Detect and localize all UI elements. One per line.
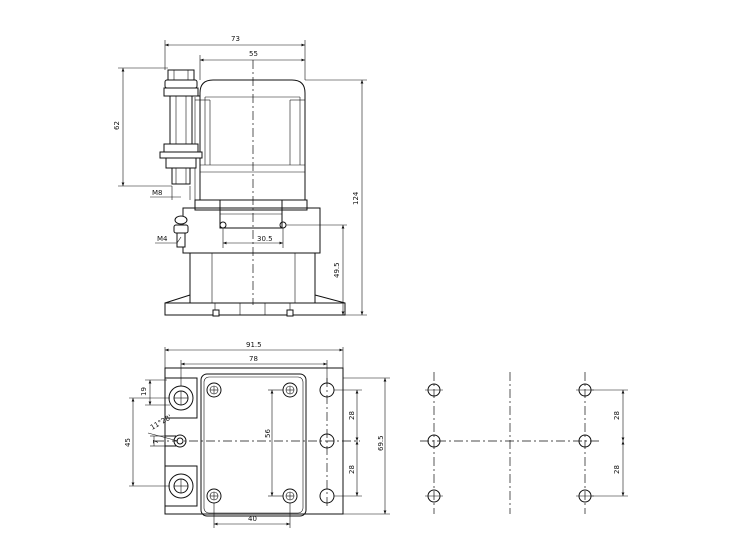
dim-45-label: 45 — [124, 438, 132, 447]
dim-69-5: 69.5 — [343, 377, 390, 515]
dim-62-label: 62 — [113, 121, 121, 130]
dim-7-label: 7 — [152, 440, 160, 444]
plan-view: 91.5 78 19 11°28' 7 — [124, 341, 390, 528]
dim-78: 78 — [180, 355, 328, 386]
dim-30-5-label: 30.5 — [257, 235, 273, 243]
dim-55: 55 — [199, 50, 305, 80]
pattern-dim-28: 28 28 — [591, 389, 628, 497]
dim-91-5-label: 91.5 — [246, 341, 262, 349]
dim-30-5: 30.5 — [222, 228, 284, 248]
pattern-hole-left-top — [425, 383, 443, 397]
dim-55-label: 55 — [249, 50, 258, 58]
dim-40-label: 40 — [248, 515, 257, 523]
dim-40: 40 — [213, 503, 291, 528]
pattern-dim-28-b-label: 28 — [613, 465, 621, 474]
dim-m8: M8 — [150, 186, 191, 200]
dim-28-b-label: 28 — [348, 465, 356, 474]
dim-angle: 11°28' — [147, 413, 179, 442]
mounting-hole-pattern: 28 28 — [420, 372, 628, 514]
plate-screws — [206, 382, 298, 504]
dim-56: 56 — [264, 389, 283, 497]
dim-78-label: 78 — [249, 355, 258, 363]
coil-body — [194, 79, 306, 200]
dim-49-5: 49.5 — [286, 224, 347, 315]
base-plate — [164, 294, 346, 317]
dim-angle-label: 11°28' — [149, 413, 173, 432]
dim-73-label: 73 — [231, 35, 240, 43]
pattern-hole-right-mid — [578, 434, 592, 448]
dim-56-label: 56 — [264, 429, 272, 438]
plan-mounting-holes — [319, 378, 335, 508]
plan-terminal-top — [168, 385, 194, 411]
front-elevation-view: 73 55 62 M8 124 — [113, 35, 367, 317]
dim-124: 124 — [305, 79, 367, 316]
dim-m8-label: M8 — [152, 189, 163, 197]
dim-19: 19 — [140, 379, 170, 406]
dim-28-right: 28 28 — [334, 389, 362, 497]
dim-91-5: 91.5 — [164, 341, 344, 368]
dim-19-label: 19 — [140, 387, 148, 396]
dim-45: 45 — [124, 397, 170, 487]
terminal-stud — [159, 69, 203, 185]
dim-124-label: 124 — [352, 191, 360, 205]
dim-69-5-label: 69.5 — [377, 435, 385, 451]
pattern-hole-left-mid — [427, 434, 441, 448]
dim-49-5-label: 49.5 — [333, 262, 341, 278]
dim-7: 7 — [150, 435, 165, 447]
lower-housing — [173, 199, 321, 304]
dim-m4-label: M4 — [157, 235, 168, 243]
plan-terminal-bottom — [168, 473, 194, 499]
pattern-hole-left-bottom — [425, 489, 443, 503]
dim-62: 62 — [113, 67, 172, 187]
dim-28-a-label: 28 — [348, 411, 356, 420]
pattern-dim-28-a-label: 28 — [613, 411, 621, 420]
dim-m4: M4 — [155, 235, 182, 244]
